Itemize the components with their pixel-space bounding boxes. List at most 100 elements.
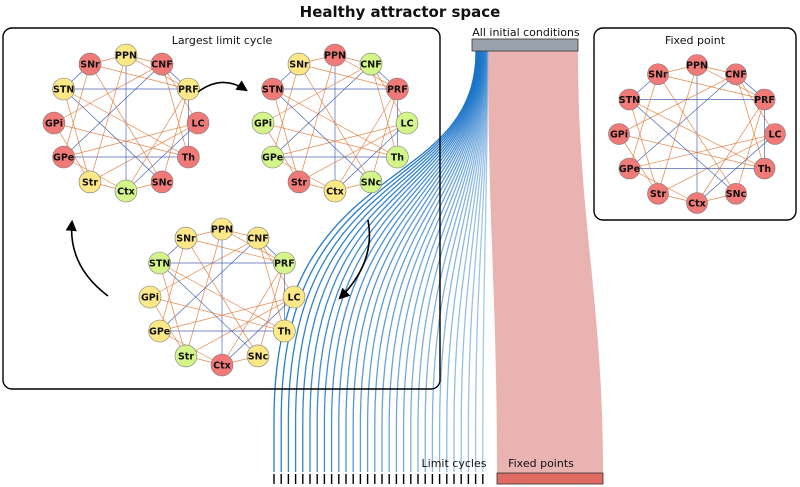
node-str (78, 170, 102, 194)
node-label: GPe (262, 152, 283, 163)
figure-title: Healthy attractor space (300, 3, 501, 21)
attractor-flows (273, 50, 603, 473)
node-snc (150, 170, 174, 194)
node-label: GPi (254, 118, 272, 129)
networks: PPNCNFPRFLCThSNcCtxStrGPeGPiSTNSNrPPNCNF… (42, 43, 786, 377)
network-edge (159, 262, 259, 357)
node-label: STN (149, 258, 170, 269)
network-edge (272, 122, 408, 158)
node-lc (186, 111, 210, 135)
node-prf (273, 251, 296, 275)
node-label: Ctx (326, 186, 344, 197)
fixed-point-flow (488, 51, 603, 473)
node-cnf (359, 52, 383, 76)
node-prf (177, 77, 200, 101)
network-edge (159, 237, 259, 332)
limit-cycle-flow (474, 50, 488, 472)
node-str (647, 182, 669, 205)
node-label: Str (291, 177, 307, 188)
network-edge (63, 122, 199, 158)
limit-cycle-flow (345, 50, 481, 472)
node-gpe (261, 145, 284, 169)
limit-cycle-flow (424, 50, 486, 472)
limit-cycle-flow (438, 50, 486, 472)
network-edge (53, 122, 189, 158)
node-lc (282, 285, 306, 309)
network-edge (185, 237, 259, 357)
node-stn (261, 77, 284, 101)
node-th (753, 157, 776, 180)
network-edge (298, 63, 372, 183)
network-edge (657, 73, 765, 100)
limit-cycle-flow (410, 50, 485, 472)
node-label: GPi (141, 292, 159, 303)
node-cnf (725, 63, 747, 86)
network-edge (629, 133, 776, 169)
node-snr (78, 52, 102, 76)
node-label: LC (191, 118, 204, 129)
node-label: GPi (45, 118, 63, 129)
fixed-point-panel-title: Fixed point (665, 34, 726, 47)
node-str (174, 344, 198, 368)
node-label: PRF (274, 258, 295, 269)
network-edge (629, 99, 659, 194)
network-edge (272, 88, 372, 183)
node-ctx (210, 353, 234, 377)
network-edge (159, 262, 187, 356)
network-edge (272, 88, 300, 182)
network-edge (63, 88, 91, 182)
network-edge (159, 296, 295, 332)
node-label: PRF (387, 84, 408, 95)
node-ppn (323, 43, 347, 67)
network-edge (89, 63, 189, 90)
node-label: PPN (324, 50, 346, 61)
node-label: SNc (361, 177, 381, 188)
node-label: SNc (152, 177, 172, 188)
node-label: CNF (151, 60, 172, 71)
node-snr (647, 63, 669, 86)
node-label: CNF (360, 60, 381, 71)
cycle-arrow-2 (338, 219, 371, 300)
node-stn (52, 77, 75, 101)
fixed-points-bar (496, 472, 604, 485)
limit-cycle-flow (446, 50, 487, 472)
limit-cycles-label: Limit cycles (422, 457, 487, 470)
node-snr (287, 52, 311, 76)
network-edge (63, 63, 163, 158)
node-label: SNr (289, 60, 309, 71)
limit-cycle-flow (287, 50, 478, 472)
node-label: LC (400, 118, 413, 129)
limit-cycle-flow (417, 50, 485, 472)
node-ppn (114, 43, 138, 67)
limit-cycle-flow (374, 50, 483, 472)
network-edge (185, 237, 285, 264)
limit-cycle-flow (366, 50, 482, 472)
node-label: SNr (648, 70, 668, 81)
node-gpi (42, 111, 66, 135)
limit-cycle-flow (302, 50, 479, 472)
node-label: LC (287, 292, 300, 303)
node-ctx (323, 179, 347, 203)
node-label: SNc (248, 351, 268, 362)
limit-cycle-flow (294, 50, 478, 472)
network-edge (298, 54, 336, 182)
node-label: SNr (176, 234, 196, 245)
limit-cycle-flow (431, 50, 486, 472)
node-label: GPi (610, 129, 628, 140)
limit-cycle-flow (309, 50, 479, 472)
network-edge (63, 64, 91, 158)
node-label: Th (278, 326, 291, 337)
node-label: GPe (149, 326, 170, 337)
node-snc (246, 344, 270, 368)
limit-cycle-flow (338, 50, 481, 472)
fixed-points-label: Fixed points (508, 457, 574, 470)
node-th (386, 145, 409, 169)
network-edge (657, 64, 698, 194)
node-ctx (686, 192, 708, 214)
node-str (287, 170, 311, 194)
node-snr (174, 226, 198, 250)
network-edge (63, 88, 163, 183)
